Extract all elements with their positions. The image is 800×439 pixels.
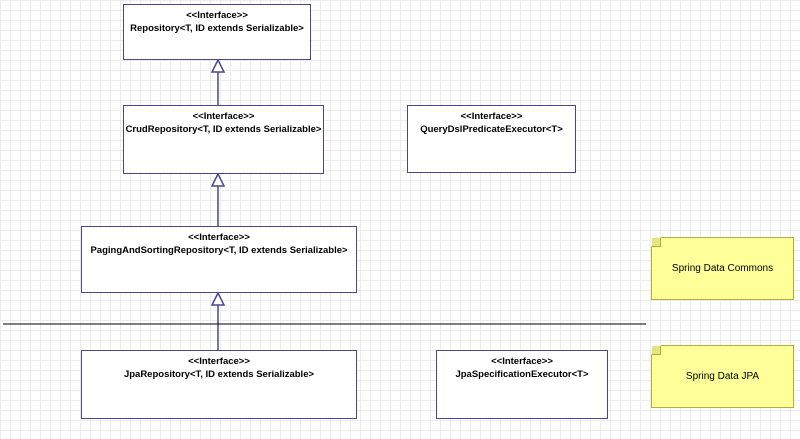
interface-name: CrudRepository<T, ID extends Serializabl… [125, 124, 322, 135]
note-text: Spring Data JPA [685, 371, 760, 382]
interface-box-repository[interactable]: <<Interface>> Repository<T, ID extends S… [123, 4, 311, 60]
stereotype-label: <<Interface>> [491, 356, 553, 367]
note-fold-crease [652, 346, 661, 355]
interface-box-querydsl-predicate-executor[interactable]: <<Interface>> QueryDslPredicateExecutor<… [407, 105, 576, 173]
interface-name: JpaRepository<T, ID extends Serializable… [123, 369, 315, 380]
interface-box-crud-repository[interactable]: <<Interface>> CrudRepository<T, ID exten… [123, 105, 324, 174]
interface-name: PagingAndSortingRepository<T, ID extends… [90, 245, 348, 256]
interface-box-jpa-specification-executor[interactable]: <<Interface>> JpaSpecificationExecutor<T… [436, 350, 608, 419]
inheritance-arrowhead-crud [210, 172, 226, 187]
note-spring-data-jpa[interactable]: Spring Data JPA [651, 345, 794, 408]
stereotype-label: <<Interface>> [460, 111, 523, 122]
stereotype-label: <<Interface>> [188, 232, 250, 243]
inheritance-arrowhead-paging [210, 291, 226, 306]
interface-box-paging-and-sorting-repository[interactable]: <<Interface>> PagingAndSortingRepository… [81, 226, 357, 293]
note-text: Spring Data Commons [671, 263, 774, 274]
stereotype-label: <<Interface>> [192, 111, 255, 122]
interface-name: Repository<T, ID extends Serializable> [130, 23, 304, 34]
interface-name: QueryDslPredicateExecutor<T> [420, 124, 563, 135]
note-fold-crease [652, 238, 661, 247]
inheritance-arrowhead-repository [210, 58, 226, 73]
stereotype-label: <<Interface>> [186, 10, 248, 21]
interface-box-jpa-repository[interactable]: <<Interface>> JpaRepository<T, ID extend… [81, 350, 357, 419]
stereotype-label: <<Interface>> [188, 356, 250, 367]
note-spring-data-commons[interactable]: Spring Data Commons [651, 237, 794, 300]
interface-name: JpaSpecificationExecutor<T> [455, 369, 589, 380]
